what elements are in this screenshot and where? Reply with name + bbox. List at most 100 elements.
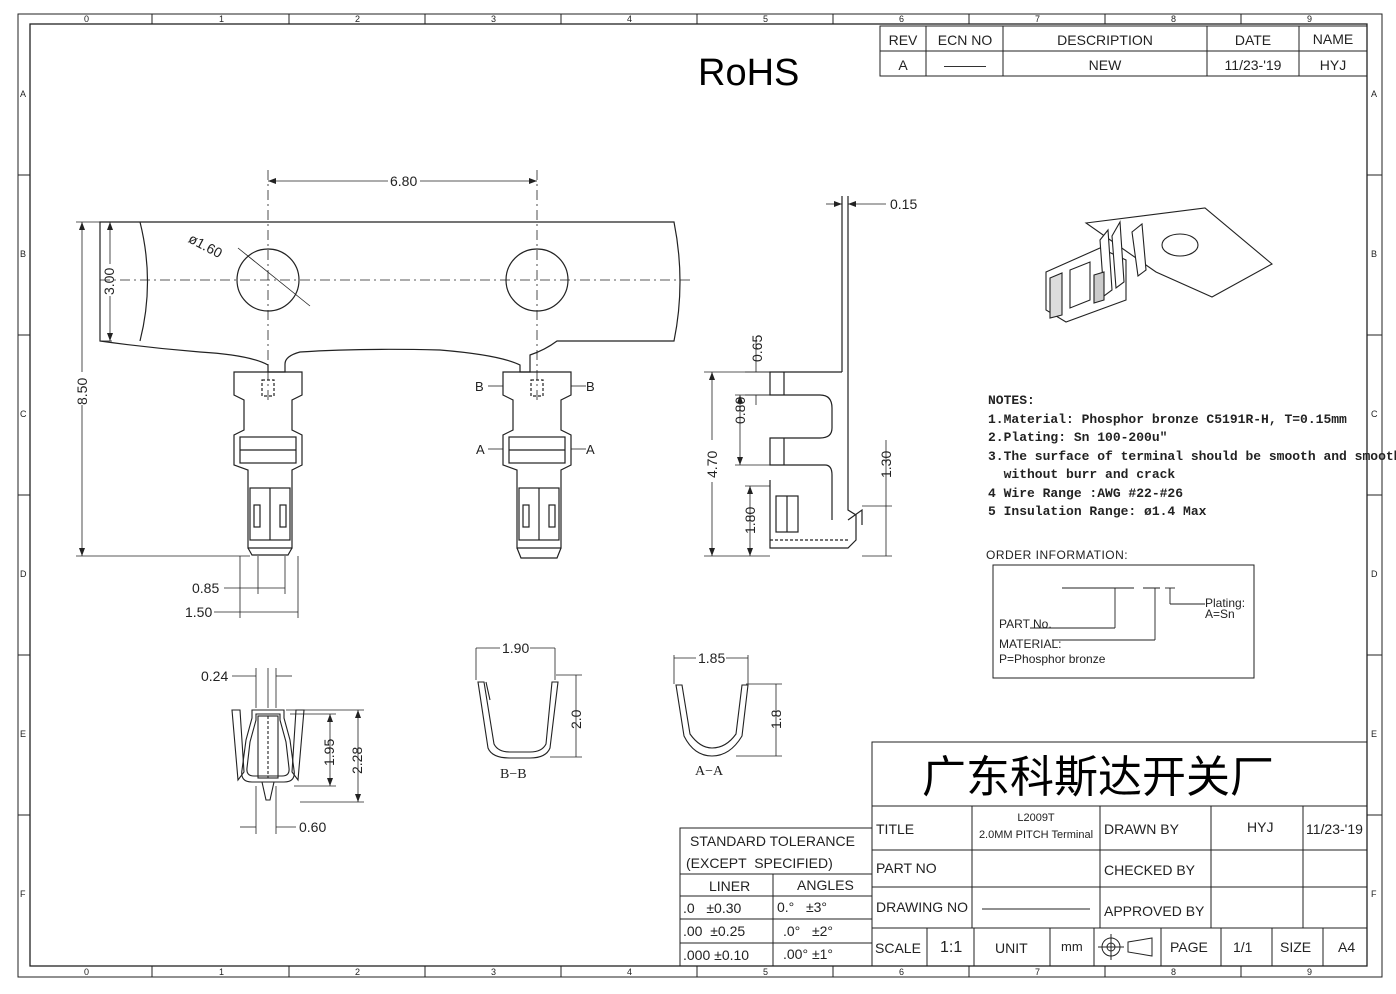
row-label: B xyxy=(20,249,26,259)
dim-1-85: 1.85 xyxy=(698,650,725,666)
dim-pitch: 6.80 xyxy=(390,173,417,189)
unit-value: mm xyxy=(1061,939,1083,954)
section-bb xyxy=(475,647,582,759)
section-a-right: A xyxy=(586,442,595,457)
description-header: DESCRIPTION xyxy=(1057,32,1153,48)
rohs-label: RoHS xyxy=(698,52,799,94)
drawn-by-value: HYJ xyxy=(1247,819,1273,835)
row-label: A xyxy=(20,89,26,99)
row-label: D xyxy=(20,569,27,579)
section-aa xyxy=(673,655,782,757)
row-label: F xyxy=(1371,889,1377,899)
dim-1-8: 1.8 xyxy=(768,709,784,729)
col-label: 1 xyxy=(219,14,224,24)
projection-symbol-icon xyxy=(1098,934,1153,960)
col-label: 4 xyxy=(627,14,632,24)
scale-value: 1:1 xyxy=(940,939,962,956)
ecn-header: ECN NO xyxy=(938,32,993,48)
dim-1-50: 1.50 xyxy=(185,604,212,620)
order-plating-value: A=Sn xyxy=(1205,607,1235,621)
dim-1-30: 1.30 xyxy=(878,451,894,478)
col-label: 9 xyxy=(1307,967,1312,977)
dim-2-0: 2.0 xyxy=(568,709,584,729)
note-line: 3.The surface of terminal should be smoo… xyxy=(988,449,1396,464)
date-header: DATE xyxy=(1235,32,1271,48)
front-view-arrowheads xyxy=(79,178,537,556)
side-view-dimensions xyxy=(704,203,892,557)
checked-by-label: CHECKED BY xyxy=(1104,862,1196,878)
tolerance-row: .0° ±2° xyxy=(783,923,833,939)
note-line: 2.Plating: Sn 100-200u" xyxy=(988,430,1167,445)
terminal-left xyxy=(233,371,303,556)
row-label: E xyxy=(20,729,26,739)
dim-thickness: 0.15 xyxy=(890,196,917,212)
col-label: 6 xyxy=(899,14,904,24)
col-label: 7 xyxy=(1035,14,1040,24)
col-label: 8 xyxy=(1171,967,1176,977)
dim-0-65: 0.65 xyxy=(749,335,765,362)
col-label: 4 xyxy=(627,967,632,977)
title-value-2: 2.0MM PITCH Terminal xyxy=(979,829,1093,841)
tolerance-title: STANDARD TOLERANCE xyxy=(690,833,855,849)
section-a-left: A xyxy=(476,442,485,457)
tolerance-liner-header: LINER xyxy=(709,878,750,894)
order-material: MATERIAL: xyxy=(999,637,1061,651)
terminal-right xyxy=(488,371,586,559)
col-label: 3 xyxy=(491,14,496,24)
tolerance-row: .000 ±0.10 xyxy=(683,947,749,963)
ecn-value: ——— xyxy=(944,57,986,73)
note-line: 5 Insulation Range: ø1.4 Max xyxy=(988,504,1207,519)
row-label: B xyxy=(1371,249,1377,259)
col-label: 2 xyxy=(355,14,360,24)
dim-1-95: 1.95 xyxy=(321,739,337,766)
note-line: without burr and crack xyxy=(988,467,1175,482)
col-label: 0 xyxy=(84,14,89,24)
dim-4-70: 4.70 xyxy=(704,451,720,478)
notes: NOTES: 1.Material: Phosphor bronze C5191… xyxy=(988,393,1396,519)
dim-1-80: 1.80 xyxy=(742,507,758,534)
drawn-date: 11/23-'19 xyxy=(1306,821,1363,837)
scale-label: SCALE xyxy=(875,940,921,956)
section-b-right: B xyxy=(586,379,595,394)
col-label: 6 xyxy=(899,967,904,977)
approved-by-label: APPROVED BY xyxy=(1104,903,1205,919)
unit-label: UNIT xyxy=(995,940,1028,956)
col-label: 3 xyxy=(491,967,496,977)
section-bb-label: B−B xyxy=(500,767,527,782)
page-label: PAGE xyxy=(1170,939,1208,955)
dim-0-24: 0.24 xyxy=(201,668,228,684)
order-part-no: PART No. xyxy=(999,617,1052,631)
note-line: 1.Material: Phosphor bronze C5191R-H, T=… xyxy=(988,412,1347,427)
description-value: NEW xyxy=(1089,57,1122,73)
tolerance-row: .00° ±1° xyxy=(783,946,833,962)
order-material-value: P=Phosphor bronze xyxy=(999,652,1106,666)
dim-1-90: 1.90 xyxy=(502,640,529,656)
row-label: C xyxy=(1371,409,1378,419)
tolerance-subtitle: (EXCEPT SPECIFIED) xyxy=(686,855,833,871)
section-b-left: B xyxy=(475,379,484,394)
section-aa-label: A−A xyxy=(695,764,724,779)
row-label: E xyxy=(1371,729,1377,739)
col-label: 8 xyxy=(1171,14,1176,24)
col-label: 5 xyxy=(763,14,768,24)
title-label: TITLE xyxy=(876,821,914,837)
date-value: 11/23-'19 xyxy=(1225,57,1282,73)
row-label: D xyxy=(1371,569,1378,579)
front-view xyxy=(99,170,690,400)
end-view xyxy=(231,709,305,801)
dim-0-85: 0.85 xyxy=(192,580,219,596)
drawn-by-label: DRAWN BY xyxy=(1104,821,1180,837)
note-line: 4 Wire Range :AWG #22-#26 xyxy=(988,486,1183,501)
revision-table: REV ECN NO DESCRIPTION DATE NAME A ——— N… xyxy=(879,25,1368,77)
page-value: 1/1 xyxy=(1233,939,1253,955)
dim-2-28: 2.28 xyxy=(349,747,365,774)
col-label: 7 xyxy=(1035,967,1040,977)
name-value: HYJ xyxy=(1320,57,1346,73)
end-view-dimensions xyxy=(232,668,364,834)
col-label: 0 xyxy=(84,967,89,977)
notes-title: NOTES: xyxy=(988,393,1035,408)
row-label: C xyxy=(20,409,27,419)
col-label: 1 xyxy=(219,967,224,977)
isometric-view xyxy=(1045,207,1273,323)
